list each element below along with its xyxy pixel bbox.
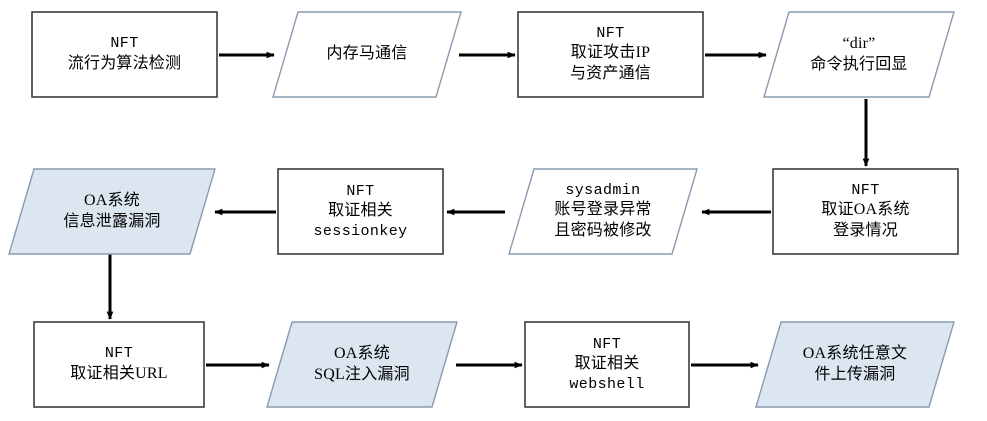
edges-group <box>106 51 870 369</box>
node-label-n4: “dir” 命令执行回显 <box>804 34 913 76</box>
flow-node-n12[interactable]: OA系统任意文件上传漏洞 <box>755 321 955 408</box>
node-label-line: NFT <box>596 24 625 42</box>
node-shape-rectangle <box>277 168 444 255</box>
node-label-line: 流行为算法检测 <box>67 54 182 72</box>
node-label-n6: sysadmin 账号登录异常且密码被修改 <box>548 181 657 242</box>
flow-node-n10[interactable]: OA系统 SQL注入漏洞 <box>266 321 458 408</box>
node-label-line: OA系统 <box>84 191 140 209</box>
node-label-line: 取证相关URL <box>70 364 168 382</box>
node-label-line: 取证相关 <box>328 202 393 220</box>
node-label-line: 命令执行回显 <box>810 55 908 73</box>
flow-node-n2[interactable]: 内存马通信 <box>272 11 462 98</box>
node-label-line: 取证OA系统 <box>821 201 910 219</box>
node-label-n2: 内存马通信 <box>320 44 413 65</box>
node-label-line: 件上传漏洞 <box>814 365 896 383</box>
node-label-line: OA系统任意文 <box>802 344 908 362</box>
node-shape-rectangle <box>517 11 704 98</box>
node-shape-parallelogram <box>266 321 458 408</box>
node-label-n10: OA系统 SQL注入漏洞 <box>308 344 416 386</box>
node-label-n7: NFT 取证相关 sessionkey <box>307 182 413 242</box>
node-label-n8: OA系统信息泄露漏洞 <box>57 191 166 233</box>
node-label-line: 内存马通信 <box>326 45 408 63</box>
node-label-line: NFT <box>851 181 880 199</box>
node-shape-parallelogram <box>8 168 216 255</box>
flow-node-n3[interactable]: NFT 取证攻击IP 与资产通信 <box>517 11 704 98</box>
node-label-line: 账号登录异常 <box>554 201 652 219</box>
node-shape-parallelogram <box>763 11 955 98</box>
flow-node-n7[interactable]: NFT 取证相关 sessionkey <box>277 168 444 255</box>
node-shape-rectangle <box>33 321 205 408</box>
node-shape-parallelogram <box>272 11 462 98</box>
flow-node-n8[interactable]: OA系统信息泄露漏洞 <box>8 168 216 255</box>
node-label-line: 与资产通信 <box>569 65 651 83</box>
flow-node-n5[interactable]: NFT 取证OA系统登录情况 <box>772 168 959 255</box>
node-label-line: OA系统 <box>334 344 390 362</box>
node-label-line: NFT <box>346 182 375 200</box>
node-label-line: sysadmin <box>565 181 641 199</box>
flow-node-n4[interactable]: “dir” 命令执行回显 <box>763 11 955 98</box>
node-shape-rectangle <box>772 168 959 255</box>
node-label-line: NFT <box>110 35 139 53</box>
node-shape-parallelogram <box>508 168 698 255</box>
node-label-n5: NFT 取证OA系统登录情况 <box>815 181 915 242</box>
node-label-line: 取证攻击IP <box>570 44 651 62</box>
node-shape-parallelogram <box>755 321 955 408</box>
node-label-line: 取证相关 <box>574 355 640 373</box>
node-label-line: 且密码被修改 <box>554 222 652 240</box>
node-label-line: NFT <box>592 335 622 353</box>
node-shape-rectangle <box>31 11 218 98</box>
flow-node-n11[interactable]: NFT 取证相关 webshell <box>524 321 690 408</box>
node-label-line: sessionkey <box>313 222 408 240</box>
node-label-line: “dir” <box>842 34 876 52</box>
node-label-line: 信息泄露漏洞 <box>63 212 161 230</box>
node-label-line: SQL注入漏洞 <box>314 365 410 383</box>
flow-node-n6[interactable]: sysadmin 账号登录异常且密码被修改 <box>508 168 698 255</box>
node-label-n3: NFT 取证攻击IP 与资产通信 <box>564 24 657 85</box>
node-label-line: 登录情况 <box>833 222 898 240</box>
node-label-line: NFT <box>104 345 134 363</box>
node-shape-rectangle <box>524 321 690 408</box>
node-label-n11: NFT 取证相关 webshell <box>563 335 650 395</box>
node-label-n12: OA系统任意文件上传漏洞 <box>797 344 914 386</box>
node-label-line: webshell <box>569 375 645 393</box>
